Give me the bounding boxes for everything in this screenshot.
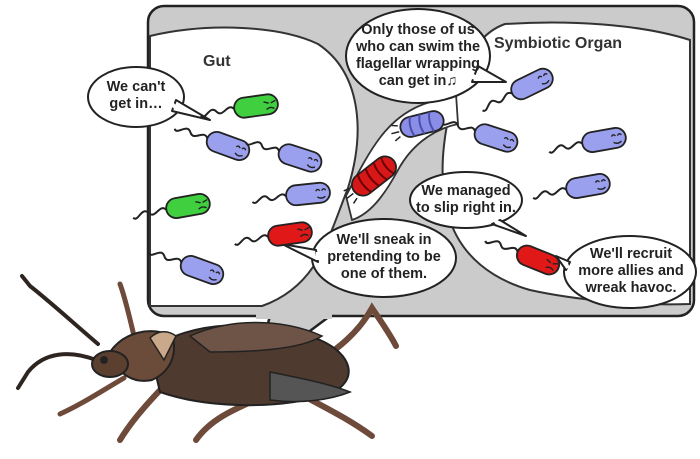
symbiont-bacterium-cell-1 <box>173 127 251 162</box>
symbiont-bacterium-cell-10 <box>548 127 627 154</box>
speech-sneak-in: We'll sneak in pretending to be one of t… <box>327 232 441 282</box>
symbiont-bacterium-cell-3 <box>245 141 323 173</box>
speech-managed-to-slip: We managed to slip right in. <box>416 183 516 216</box>
symbiont-bacterium-cell-9 <box>441 121 519 153</box>
bubble-only-swimmers <box>345 8 507 104</box>
rival-bacterium-cell-5 <box>132 193 211 220</box>
gut-label: Gut <box>203 53 231 70</box>
pathogen-bacterium-in-channel <box>343 155 397 204</box>
symbiont-bacterium-cell-7 <box>147 251 225 286</box>
bubble-sneak-in <box>281 218 457 298</box>
speech-cant-get-in: We can't get in… <box>106 79 166 112</box>
symbiont-bacterium-cell-11 <box>532 173 611 200</box>
pathogen-bacterium-cell-12 <box>484 240 561 276</box>
bubble-managed-to-slip <box>409 171 527 237</box>
insect-host <box>16 274 399 443</box>
symbiont-bacterium-cell-8 <box>482 67 554 112</box>
rival-bacterium-cell-2 <box>200 93 279 119</box>
symbiont-bacterium-cell-4 <box>251 181 331 207</box>
bubble-recruit-allies <box>555 235 697 309</box>
pathogen-bacterium-cell-6 <box>234 221 313 247</box>
bubble-cant-get-in <box>87 66 211 128</box>
speech-recruit-allies: We'll recruit more allies and wreak havo… <box>578 246 684 296</box>
bacteria-group <box>132 67 627 286</box>
symbiotic-organ-label: Symbiotic Organ <box>494 35 623 52</box>
speech-only-swimmers: Only those of us who can swim the flagel… <box>355 22 481 89</box>
symbiont-swimming-in-channel <box>391 110 445 142</box>
